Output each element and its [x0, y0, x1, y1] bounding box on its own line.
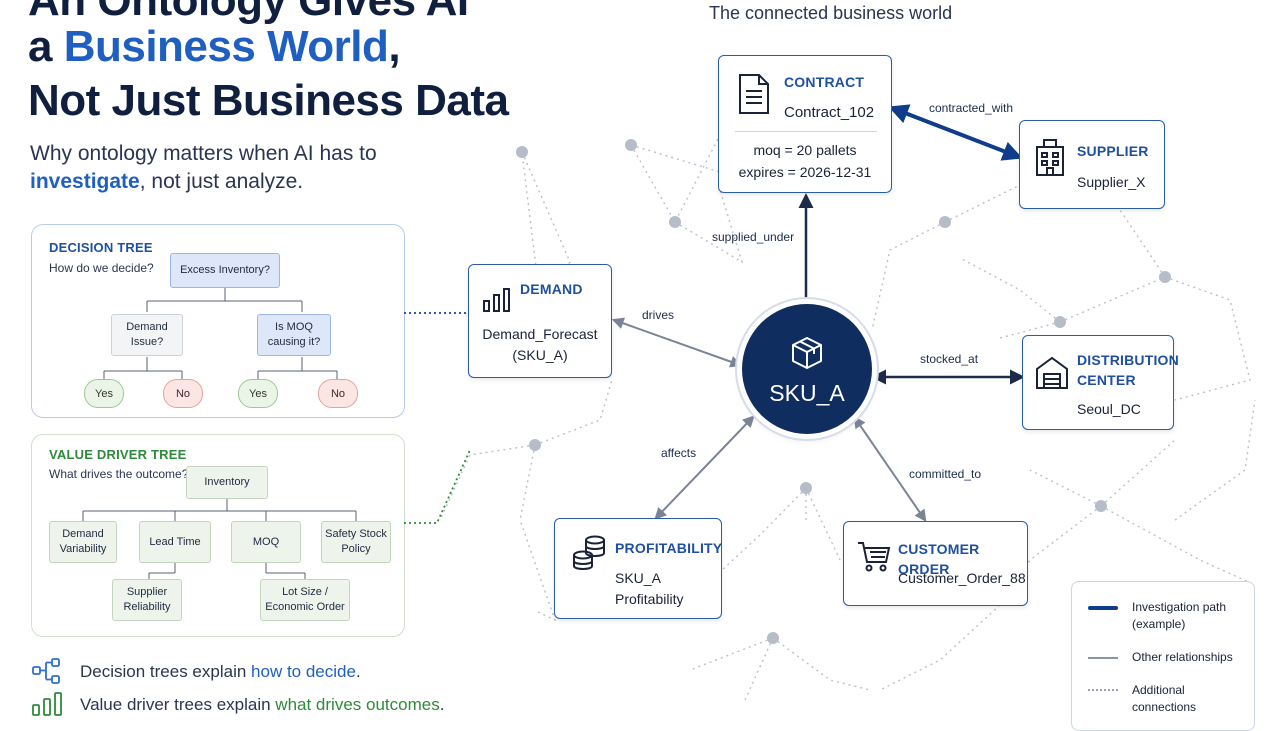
customer-order-title: CUSTOMER ORDER — [898, 541, 980, 577]
legend-investigation-label: Investigation path (example) — [1132, 600, 1227, 631]
customer-order-name: Customer_Order_88 — [898, 570, 1026, 586]
edge-label-contracted-with: contracted_with — [929, 101, 1014, 115]
additional-connections — [404, 134, 1256, 701]
contract-attr-expires: expires = 2026-12-31 — [738, 164, 872, 180]
vdt-supplier-reliability-node: Supplier Reliability — [112, 579, 182, 621]
value-driver-icon — [32, 692, 62, 716]
value-driver-tree-panel: VALUE DRIVER TREE What drives the outcom… — [31, 434, 405, 637]
vdt-lead-time-node: Lead Time — [139, 521, 211, 563]
bottom-line-decision: Decision trees explain how to decide. — [80, 662, 361, 682]
vdt-root-node: Inventory — [186, 466, 268, 499]
vdt-lot-size-node: Lot Size / Economic Order — [260, 579, 350, 621]
value-driver-tree-subtitle: What drives the outcome? — [49, 467, 189, 481]
edge-label-supplied-under: supplied_under — [712, 230, 795, 244]
warehouse-icon — [1036, 356, 1068, 389]
legend-investigation-swatch — [1088, 606, 1118, 610]
edge-affects — [654, 415, 755, 520]
decision-tree-subtitle: How do we decide? — [49, 261, 154, 275]
legend-other-swatch — [1088, 657, 1118, 659]
hub-label: SKU_A — [769, 380, 845, 406]
distribution-center-card[interactable]: DISTRIBUTION CENTER Seoul_DC — [1022, 335, 1179, 430]
edge-label-committed-to: committed_to — [909, 467, 982, 481]
graph-title: The connected business world — [709, 3, 953, 23]
decision-yes-pill-2: Yes — [238, 379, 278, 408]
distribution-center-title: DISTRIBUTION CENTER — [1077, 352, 1179, 388]
profitability-card[interactable]: PROFITABILITY SKU_A Profitability — [554, 518, 722, 619]
value-driver-tree-title: VALUE DRIVER TREE — [49, 447, 187, 462]
profitability-name: SKU_A Profitability — [615, 570, 684, 607]
headline-line-1: An Ontology Gives AI — [28, 0, 469, 25]
bottom-line-2-prefix: Value driver trees explain — [80, 695, 276, 714]
demand-card[interactable]: DEMAND Demand_Forecast (SKU_A) — [468, 264, 612, 378]
subhead-line-2-suffix: , not just analyze. — [139, 170, 304, 193]
decision-tree-panel: DECISION TREE How do we decide? Excess I… — [31, 224, 405, 418]
decision-tree-icon — [32, 658, 60, 684]
legend-additional-swatch — [1088, 689, 1118, 691]
legend: Investigation path (example) Other relat… — [1071, 581, 1255, 731]
demand-name: Demand_Forecast (SKU_A) — [482, 326, 598, 363]
contract-card[interactable]: CONTRACT Contract_102 moq = 20 pallets e… — [718, 55, 892, 193]
vdt-safety-stock-node: Safety Stock Policy — [321, 521, 391, 563]
bottom-line-1-suffix: . — [355, 662, 361, 681]
bottom-line-value-driver: Value driver trees explain what drives o… — [80, 695, 444, 715]
legend-additional-label: Additional connections — [1132, 683, 1197, 714]
legend-other-label: Other relationships — [1132, 650, 1233, 664]
vdt-demand-variability-node: Demand Variability — [49, 521, 117, 563]
headline-line-2-prefix: a — [28, 22, 64, 71]
decision-no-pill-1: No — [163, 379, 203, 408]
contract-divider — [735, 131, 877, 132]
decision-tree-title: DECISION TREE — [49, 240, 153, 255]
edge-label-stocked-at: stocked_at — [920, 352, 979, 366]
customer-order-card[interactable]: CUSTOMER ORDER Customer_Order_88 — [843, 521, 1028, 606]
headline-line-2: a Business World, — [28, 20, 401, 74]
edge-label-drives: drives — [642, 308, 675, 322]
decision-tree-connectors — [103, 288, 338, 379]
headline-highlight: Business World — [63, 22, 389, 71]
decision-moq-node: Is MOQ causing it? — [257, 314, 331, 356]
contract-title: CONTRACT — [784, 74, 865, 90]
vdt-moq-node: MOQ — [231, 521, 301, 563]
bar-chart-icon — [483, 288, 510, 312]
bottom-line-1-highlight: how to decide — [251, 662, 356, 681]
decision-no-pill-2: No — [318, 379, 358, 408]
decision-yes-pill-1: Yes — [84, 379, 124, 408]
profitability-title: PROFITABILITY — [615, 540, 723, 556]
edge-committed-to — [853, 416, 927, 522]
headline-line-2-suffix: , — [388, 22, 401, 71]
background-network-dots — [516, 139, 1171, 644]
box-icon — [792, 337, 822, 369]
bottom-line-2-suffix: . — [439, 695, 445, 714]
document-icon — [739, 74, 769, 114]
subhead-highlight: investigate — [30, 170, 140, 193]
bottom-line-1-prefix: Decision trees explain — [80, 662, 252, 681]
edge-drives — [611, 317, 743, 368]
building-icon — [1036, 139, 1064, 176]
demand-title: DEMAND — [520, 281, 583, 297]
distribution-center-name: Seoul_DC — [1077, 401, 1141, 417]
supplier-card[interactable]: SUPPLIER Supplier_X — [1019, 120, 1165, 209]
value-driver-tree-connectors — [82, 499, 357, 579]
hub-node-sku-a[interactable]: SKU_A — [742, 304, 872, 434]
cart-icon — [858, 542, 891, 572]
subhead-line-2: investigate, not just analyze. — [30, 168, 303, 196]
edge-contracted-with — [888, 104, 1023, 161]
headline-line-3: Not Just Business Data — [28, 76, 509, 125]
supplier-name: Supplier_X — [1077, 174, 1146, 190]
contract-name: Contract_102 — [784, 104, 875, 121]
bottom-line-2-highlight: what drives outcomes — [275, 695, 440, 714]
subhead-line-1: Why ontology matters when AI has to — [30, 142, 377, 165]
coins-icon — [573, 535, 605, 570]
supplier-title: SUPPLIER — [1077, 143, 1149, 159]
edge-label-affects: affects — [661, 446, 697, 460]
decision-demand-issue-node: Demand Issue? — [111, 314, 183, 356]
contract-attr-moq: moq = 20 pallets — [753, 142, 857, 158]
decision-root-node: Excess Inventory? — [170, 253, 280, 288]
